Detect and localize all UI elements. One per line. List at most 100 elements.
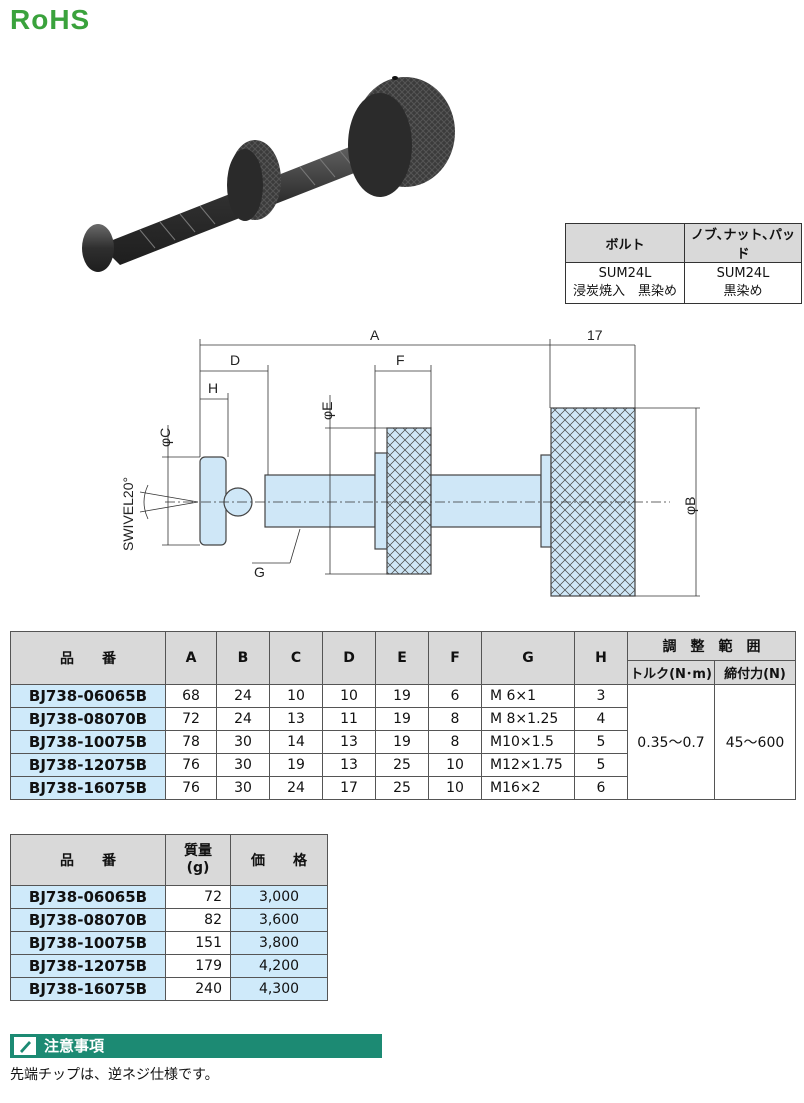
cell-B: 30 (216, 753, 270, 777)
cell-E: 19 (375, 684, 429, 708)
parts-treatment: 黒染め (723, 284, 763, 299)
cell-A: 72 (165, 707, 217, 731)
mass: 82 (165, 908, 231, 932)
price: 4,200 (230, 954, 328, 978)
cell-H: 5 (574, 753, 628, 777)
price: 3,600 (230, 908, 328, 932)
dim-phiC: φC (157, 428, 173, 447)
spec-header-E: E (375, 631, 429, 685)
cell-B: 30 (216, 776, 270, 800)
rohs-logo: RoHS (10, 4, 91, 35)
dim-17: 17 (587, 327, 603, 343)
mass: 72 (165, 885, 231, 909)
cell-A: 76 (165, 753, 217, 777)
cell-D: 13 (322, 730, 376, 754)
cell-D: 10 (322, 684, 376, 708)
dim-phiB: φB (682, 497, 698, 515)
part-number: BJ738-06065B (10, 684, 166, 708)
spec-table: 品 番 A B C D E F G H 調 整 範 囲 トルク(N･m) 締付力… (10, 631, 796, 800)
cell-E: 19 (375, 707, 429, 731)
spec-header-B: B (216, 631, 270, 685)
price-header-mass: 質量 (g) (165, 834, 231, 886)
part-number: BJ738-12075B (10, 753, 166, 777)
cell-D: 17 (322, 776, 376, 800)
cell-B: 24 (216, 684, 270, 708)
cell-C: 19 (269, 753, 323, 777)
material-header-bolt: ボルト (565, 223, 685, 263)
cell-C: 10 (269, 684, 323, 708)
table-row: BJ738-08070B 72 24 13 11 19 8 M 8×1.25 4 (10, 707, 796, 731)
mass: 179 (165, 954, 231, 978)
cell-D: 11 (322, 707, 376, 731)
dim-A: A (370, 327, 380, 343)
cell-F: 8 (428, 730, 482, 754)
technical-drawing: A 17 D H F φE φC φB G SWIVEL20° (120, 327, 700, 597)
table-row: BJ738-10075B 78 30 14 13 19 8 M10×1.5 5 (10, 730, 796, 754)
part-number: BJ738-10075B (10, 730, 166, 754)
cell-E: 25 (375, 776, 429, 800)
material-table: ボルト ノブ､ナット､パッド SUM24L 浸炭焼入 黒染め SUM24L 黒染… (565, 223, 802, 304)
dim-G: G (254, 564, 265, 580)
part-number: BJ738-08070B (10, 908, 166, 932)
part-number: BJ738-16075B (10, 977, 166, 1001)
cell-C: 24 (269, 776, 323, 800)
table-row: BJ738-10075B 151 3,800 (10, 931, 328, 955)
part-number: BJ738-16075B (10, 776, 166, 800)
notice-title: 注意事項 (44, 1037, 105, 1055)
price: 4,300 (230, 977, 328, 1001)
price-table: 品 番 質量 (g) 価 格 BJ738-06065B 72 3,000 BJ7… (10, 834, 328, 1001)
bolt-treatment: 浸炭焼入 黒染め (572, 284, 677, 299)
table-row: BJ738-06065B 68 24 10 10 19 6 M 6×1 3 0.… (10, 684, 796, 800)
dim-H: H (208, 380, 218, 396)
cell-F: 8 (428, 707, 482, 731)
cell-D: 13 (322, 753, 376, 777)
bolt-material: SUM24L (598, 266, 652, 281)
force-range: 45～600 (714, 684, 796, 800)
part-number: BJ738-08070B (10, 707, 166, 731)
spec-header-A: A (165, 631, 217, 685)
part-number: BJ738-12075B (10, 954, 166, 978)
spec-header-D: D (322, 631, 376, 685)
spec-header-H: H (574, 631, 628, 685)
cell-E: 19 (375, 730, 429, 754)
cell-A: 68 (165, 684, 217, 708)
spec-header-G: G (481, 631, 575, 685)
price-header-part: 品 番 (10, 834, 166, 886)
cell-E: 25 (375, 753, 429, 777)
table-row: BJ738-12075B 76 30 19 13 25 10 M12×1.75 … (10, 753, 796, 777)
notice-text: 先端チップは、逆ネジ仕様です。 (10, 1067, 219, 1083)
price-header-price: 価 格 (230, 834, 328, 886)
spec-header-part: 品 番 (10, 631, 166, 685)
cell-H: 6 (574, 776, 628, 800)
cell-G: M12×1.75 (481, 753, 575, 777)
dim-F: F (396, 352, 405, 368)
pencil-icon (14, 1037, 36, 1055)
dim-phiE: φE (319, 402, 335, 420)
cell-H: 3 (574, 684, 628, 708)
cell-A: 76 (165, 776, 217, 800)
price: 3,000 (230, 885, 328, 909)
torque-range: 0.35～0.7 (627, 684, 715, 800)
mass: 240 (165, 977, 231, 1001)
spec-header-torque: トルク(N･m) (627, 659, 715, 686)
product-photo (82, 76, 455, 272)
table-row: BJ738-12075B 179 4,200 (10, 954, 328, 978)
cell-F: 10 (428, 753, 482, 777)
part-number: BJ738-06065B (10, 885, 166, 909)
price: 3,800 (230, 931, 328, 955)
part-number: BJ738-10075B (10, 931, 166, 955)
cell-G: M16×2 (481, 776, 575, 800)
spec-header-C: C (269, 631, 323, 685)
cell-F: 6 (428, 684, 482, 708)
table-row: BJ738-06065B 72 3,000 (10, 885, 328, 909)
parts-material: SUM24L (716, 266, 770, 281)
cell-C: 13 (269, 707, 323, 731)
cell-C: 14 (269, 730, 323, 754)
table-row: BJ738-16075B 76 30 24 17 25 10 M16×2 6 (10, 776, 796, 800)
spec-header-F: F (428, 631, 482, 685)
cell-B: 30 (216, 730, 270, 754)
swivel-label: SWIVEL20° (120, 477, 136, 551)
cell-H: 5 (574, 730, 628, 754)
dim-D: D (230, 352, 240, 368)
cell-A: 78 (165, 730, 217, 754)
